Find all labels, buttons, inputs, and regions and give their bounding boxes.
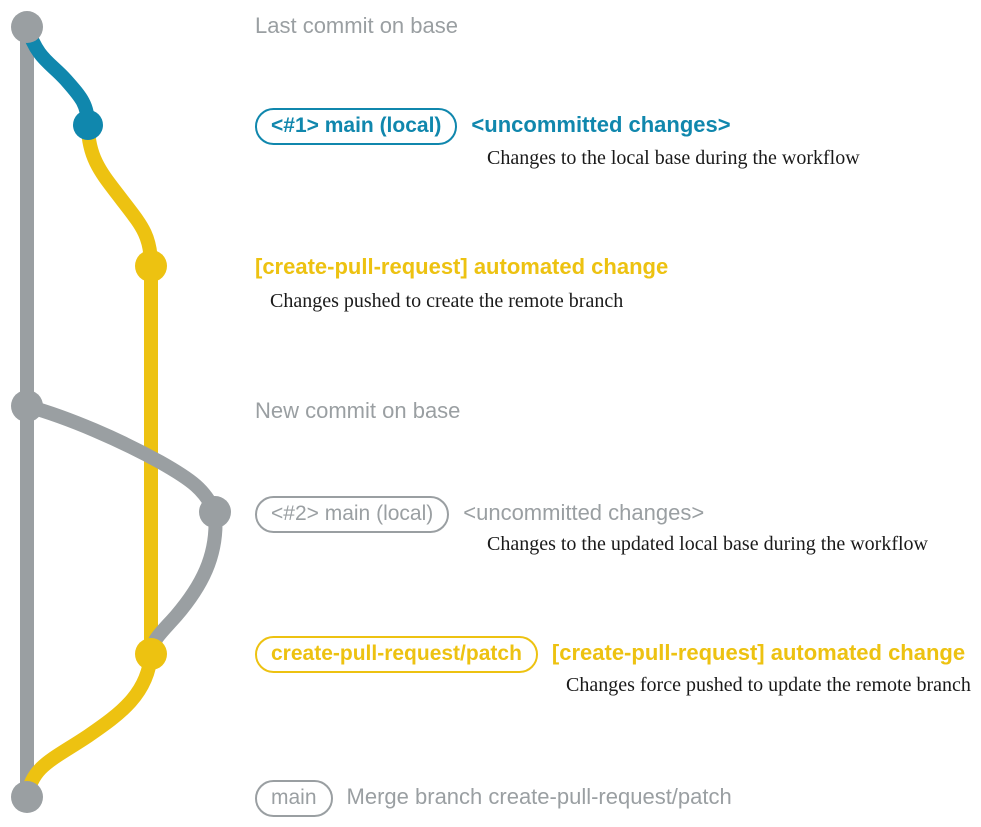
edge-local-2-to-remote-2 (144, 505, 223, 661)
node-base-last-commit (11, 11, 43, 43)
headline-automated-change-2: [create-pull-request] automated change (551, 640, 966, 665)
branch-pill-create-pull-request-patch[interactable]: create-pull-request/patch (255, 636, 538, 673)
branch-pill-main-local-2[interactable]: <#2> main (local) (255, 496, 450, 533)
headline-uncommitted-changes-2: <uncommitted changes> (463, 500, 705, 525)
headline-merge-commit: Merge branch create-pull-request/patch (346, 784, 732, 809)
node-base-new-commit (11, 390, 43, 422)
edge-local-1-to-remote-1 (81, 118, 158, 273)
label-last-commit-on-base: Last commit on base (255, 13, 458, 38)
node-base-merge-commit (11, 781, 43, 813)
branch-pill-main[interactable]: main (255, 780, 333, 817)
row-automated-change-1: [create-pull-request] automated change (255, 256, 668, 278)
node-remote-commit-1 (135, 250, 167, 282)
row-local-change-2: <#2> main (local) <uncommitted changes> (255, 496, 704, 533)
subtext-local-change-2: Changes to the updated local base during… (487, 533, 928, 555)
edge-remote-2-to-merge (20, 647, 158, 804)
subtext-automated-change-1: Changes pushed to create the remote bran… (270, 290, 624, 312)
row-local-change-1: <#1> main (local) <uncommitted changes> (255, 108, 731, 145)
node-remote-commit-2 (135, 638, 167, 670)
edge-base-to-local-1 (20, 20, 95, 132)
edge-base-to-local-2 (20, 399, 222, 519)
subtext-automated-change-2: Changes force pushed to update the remot… (566, 674, 971, 696)
headline-automated-change-1: [create-pull-request] automated change (255, 254, 669, 279)
branch-pill-main-local-1[interactable]: <#1> main (local) (255, 108, 458, 145)
node-local-commit-2 (199, 496, 231, 528)
subtext-local-change-1: Changes to the local base during the wor… (487, 147, 860, 169)
node-local-commit-1 (73, 110, 103, 140)
label-new-commit-on-base: New commit on base (255, 398, 461, 423)
row-merge-commit: main Merge branch create-pull-request/pa… (255, 780, 732, 817)
headline-uncommitted-changes-1: <uncommitted changes> (471, 112, 731, 137)
row-automated-change-2: create-pull-request/patch [create-pull-r… (255, 636, 965, 673)
